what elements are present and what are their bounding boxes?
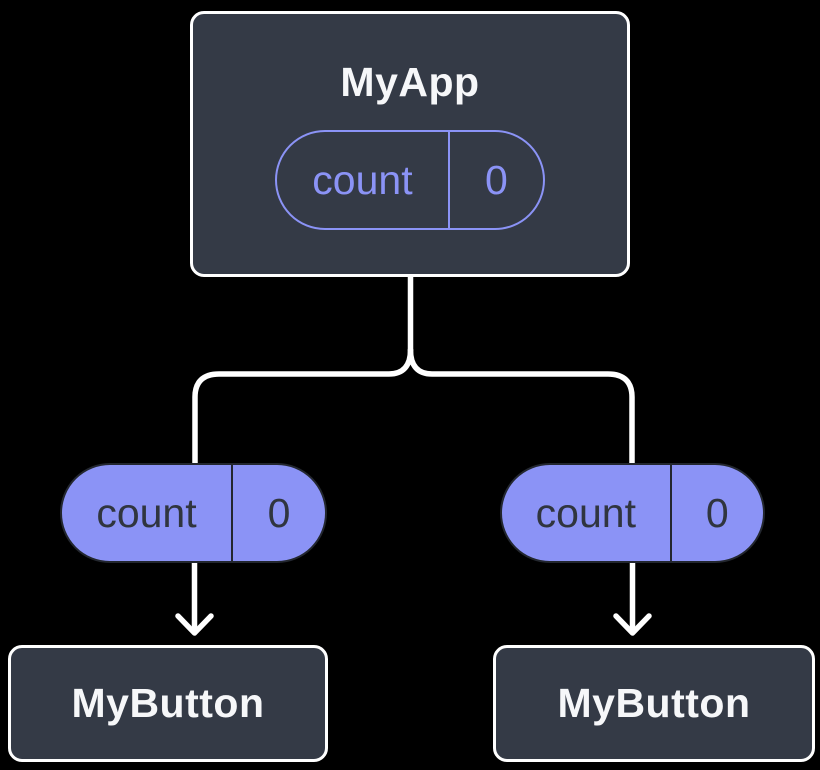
prop-pill-right: count 0 [500,463,765,563]
state-pill-value: 0 [485,156,508,203]
node-mybutton-left-title: MyButton [71,679,265,726]
node-mybutton-left: MyButton [8,645,328,762]
prop-pill-left-label: count [62,465,233,561]
arrow-down-right-icon [613,613,652,636]
prop-pill-right-label: count [502,465,672,561]
prop-pill-left: count 0 [60,463,327,563]
state-pill: count 0 [275,130,545,231]
prop-pill-left-value: 0 [267,489,291,536]
branch-left-line [192,347,414,467]
node-mybutton-right: MyButton [493,645,815,762]
prop-pill-right-value: 0 [705,489,729,536]
node-mybutton-right-title: MyButton [557,679,751,726]
arrow-down-left-icon [175,613,214,636]
state-pill-label: count [277,132,450,229]
node-myapp: MyApp count 0 [190,11,630,277]
node-myapp-title: MyApp [340,59,480,105]
branch-right-line [407,347,635,467]
